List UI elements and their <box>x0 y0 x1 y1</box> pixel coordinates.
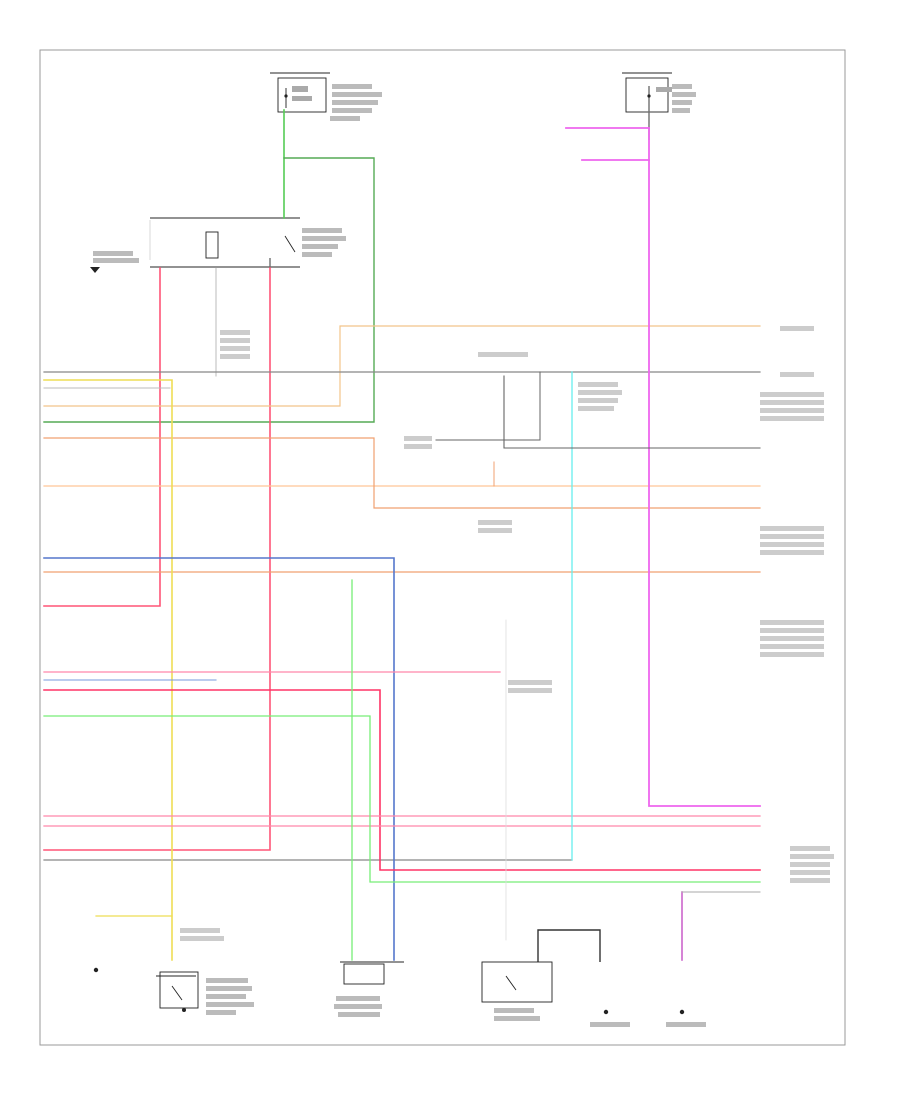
ground-symbol-left <box>90 251 139 273</box>
bottom-component-brake-switch <box>481 929 706 1027</box>
center-labels <box>180 330 622 941</box>
transmission-range-switch-block <box>149 217 346 268</box>
diagram-border <box>39 49 846 1046</box>
bottom-component-left-switch <box>93 967 254 1015</box>
fuse-box-top-right <box>622 72 696 140</box>
wire-harness <box>43 109 761 961</box>
fuse-box-top-center <box>270 72 382 121</box>
bottom-component-sensor <box>334 961 404 1017</box>
right-side-labels <box>760 326 834 883</box>
